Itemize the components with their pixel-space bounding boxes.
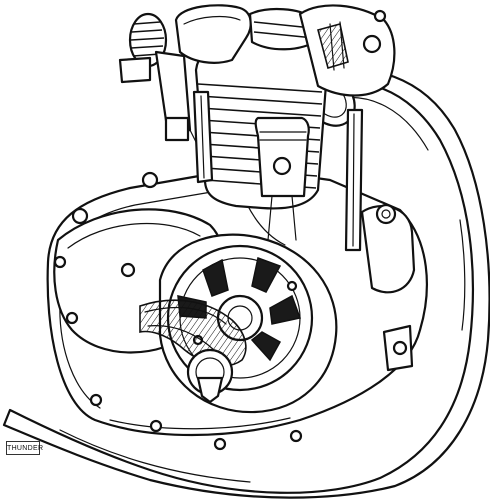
carburettor (118, 12, 201, 151)
bolt-icon (120, 262, 136, 278)
primary-chain (139, 299, 247, 367)
bolt-icon (213, 437, 227, 451)
bolt-icon (53, 255, 67, 269)
badge-shield-icon (196, 376, 224, 404)
bolt-icon (141, 171, 159, 189)
bolt-icon (65, 311, 79, 325)
piston (254, 116, 310, 241)
cylinder-head (174, 4, 320, 64)
bolt-icon (89, 393, 103, 407)
bolt-icon (289, 429, 303, 443)
case-bolts (53, 171, 303, 451)
magneto (360, 203, 416, 372)
artist-signature: THUNDER (6, 441, 43, 455)
pushrod-tube (192, 90, 364, 252)
valve-gear (298, 4, 396, 97)
sprocket (186, 348, 234, 404)
bolt-icon (71, 207, 89, 225)
bolt-icon (149, 419, 163, 433)
